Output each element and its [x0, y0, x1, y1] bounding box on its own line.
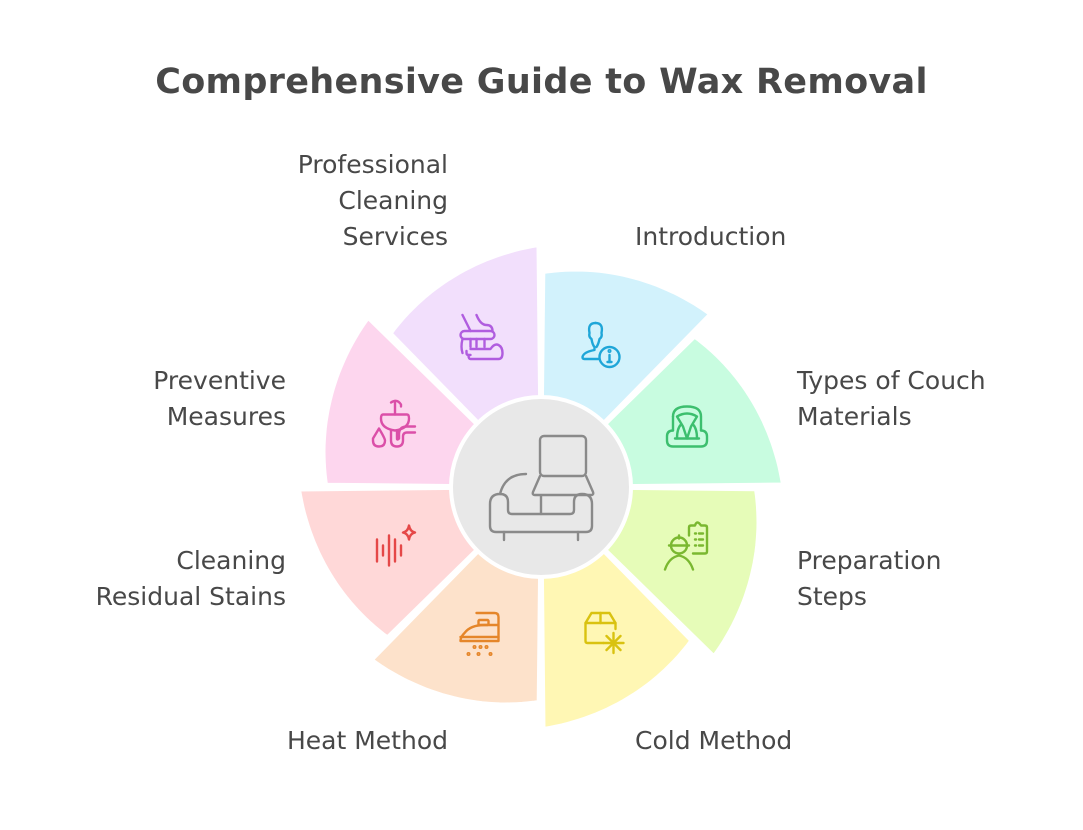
user-info-icon — [581, 321, 621, 369]
label-cold-method: Cold Method — [635, 726, 793, 755]
armchair-seat-icon — [665, 405, 709, 448]
page-title: Comprehensive Guide to Wax Removal — [155, 62, 928, 102]
label-heat-method: Heat Method — [286, 726, 448, 755]
sink-drop-icon — [371, 399, 417, 448]
couch-laptop-icon — [488, 434, 595, 542]
label-introduction: Introduction — [635, 222, 787, 251]
sector-icon-group — [371, 313, 709, 657]
center-hub — [449, 395, 633, 579]
label-preparation-steps: Preparation Steps — [797, 546, 942, 611]
worker-checklist-icon — [663, 521, 709, 571]
cleaning-brush-icon — [459, 313, 504, 361]
label-types-of-couch-materials: Types of Couch Materials — [797, 366, 986, 431]
label-preventive-measures: Preventive Measures — [153, 366, 286, 431]
box-snowflake-icon — [584, 611, 625, 655]
steam-iron-icon — [459, 611, 500, 657]
label-professional-cleaning-services: Professional Cleaning Services — [297, 150, 448, 251]
label-cleaning-residual-stains: Cleaning Residual Stains — [95, 546, 286, 611]
sparkle-lines-icon — [375, 524, 417, 567]
